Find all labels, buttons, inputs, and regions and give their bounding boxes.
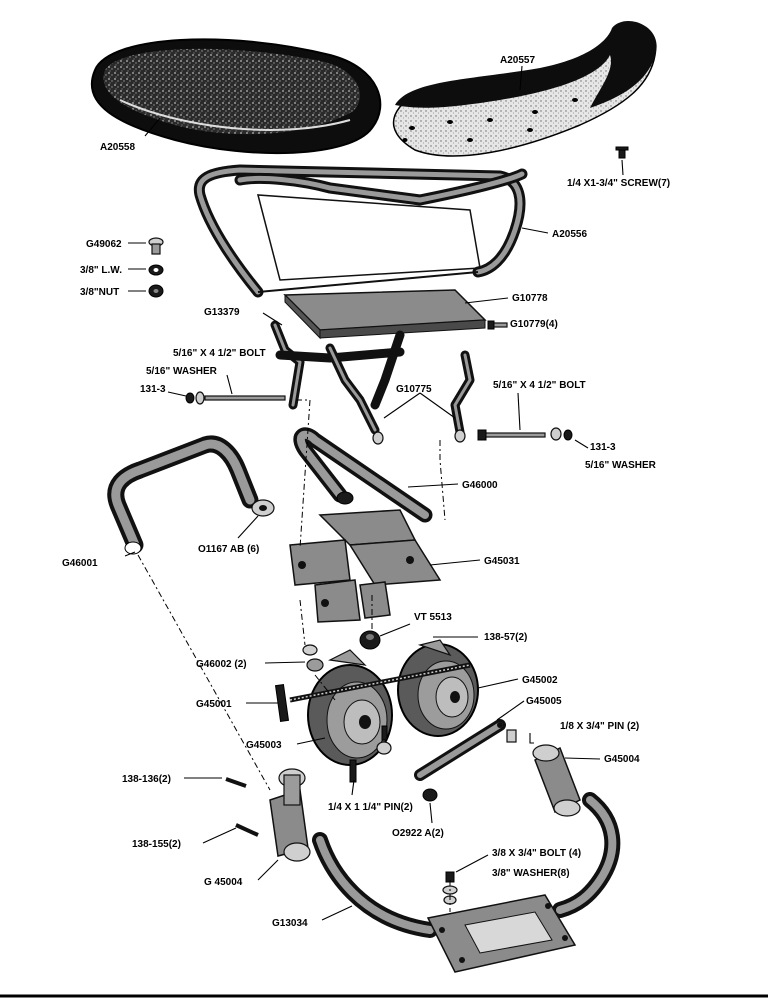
label-bolt4: 3/8 X 3/4" BOLT (4) — [492, 848, 581, 859]
nut-vt5513-part — [359, 630, 381, 650]
lock-washer-part — [148, 264, 164, 276]
label-pin-mid: 1/4 X 1 1/4" PIN(2) — [328, 802, 413, 813]
label-lock-washer: 3/8" L.W. — [80, 265, 122, 276]
threaded-rod-g45001-part — [274, 662, 471, 722]
label-g45005: G45005 — [526, 696, 562, 707]
wheel-g45002-part — [397, 639, 479, 737]
label-138-57: 138-57(2) — [484, 632, 527, 643]
nut-part — [148, 284, 164, 298]
clip-o2922-part — [422, 788, 438, 802]
bolt-g49062-part — [148, 237, 164, 255]
label-g10779: G10779(4) — [510, 319, 558, 330]
label-g45031: G45031 — [484, 556, 520, 567]
label-g46002: G46002 (2) — [196, 659, 247, 670]
label-131-3-left: 131-3 — [140, 384, 166, 395]
seat-back-part — [392, 21, 657, 157]
pin-part — [349, 725, 534, 783]
washer-g46002-part — [302, 644, 324, 672]
label-g13034: G13034 — [272, 918, 308, 929]
pin-138-155-part — [235, 823, 259, 837]
bolt-right-part — [477, 427, 573, 441]
link-bar-g45005-part — [414, 719, 506, 781]
screw-part — [615, 146, 629, 159]
label-g45002: G45002 — [522, 675, 558, 686]
label-o1167: O1167 AB (6) — [198, 544, 259, 555]
label-a20558: A20558 — [100, 142, 135, 153]
label-138-136: 138-136(2) — [122, 774, 171, 785]
label-a20556: A20556 — [552, 229, 587, 240]
footrest-g13034-part — [312, 792, 621, 973]
part-labels: A20558 A20557 1/4 X1-3/4" SCREW(7) A2055… — [62, 55, 670, 929]
label-g49062: G49062 — [86, 239, 122, 250]
label-g45004-left: G 45004 — [204, 877, 243, 888]
center-bracket-part — [289, 509, 442, 623]
label-g46001: G46001 — [62, 558, 98, 569]
label-g10778: G10778 — [512, 293, 548, 304]
label-g45001: G45001 — [196, 699, 232, 710]
tube-g46000-part — [293, 427, 433, 523]
washer-o1167-part — [251, 499, 275, 517]
label-washer-right: 5/16" WASHER — [585, 460, 657, 471]
seat-pan-part — [90, 38, 382, 155]
label-131-3-right: 131-3 — [590, 442, 616, 453]
pin-138-136-part — [225, 777, 247, 788]
label-g45003: G45003 — [246, 740, 282, 751]
seat-frame-part — [193, 164, 528, 298]
label-washer8: 3/8" WASHER(8) — [492, 868, 570, 879]
leader-lines — [124, 65, 624, 921]
label-screw: 1/4 X1-3/4" SCREW(7) — [567, 178, 670, 189]
linkage-arms-part — [270, 320, 475, 445]
bolt-g10779-part — [487, 320, 508, 330]
mount-bracket-part — [283, 289, 487, 340]
label-g13379: G13379 — [204, 307, 240, 318]
tube-g46001-part — [107, 435, 259, 555]
hinge-g45004-right-part — [532, 744, 581, 817]
label-g10775: G10775 — [396, 384, 432, 395]
label-bolt-right: 5/16" X 4 1/2" BOLT — [493, 380, 586, 391]
label-g46000: G46000 — [462, 480, 498, 491]
label-bolt-left: 5/16" X 4 1/2" BOLT — [173, 348, 266, 359]
label-138-155: 138-155(2) — [132, 839, 181, 850]
label-washer-left: 5/16" WASHER — [146, 366, 218, 377]
label-o2922: O2922 A(2) — [392, 828, 444, 839]
label-nut: 3/8"NUT — [80, 287, 119, 298]
label-vt5513: VT 5513 — [414, 612, 452, 623]
label-a20557: A20557 — [500, 55, 535, 66]
label-g45004-right: G45004 — [604, 754, 640, 765]
hinge-g45004-left-part — [269, 768, 311, 862]
centerlines — [137, 399, 451, 912]
bolt-left-part — [185, 391, 286, 405]
label-pin-right: 1/8 X 3/4" PIN (2) — [560, 721, 639, 732]
